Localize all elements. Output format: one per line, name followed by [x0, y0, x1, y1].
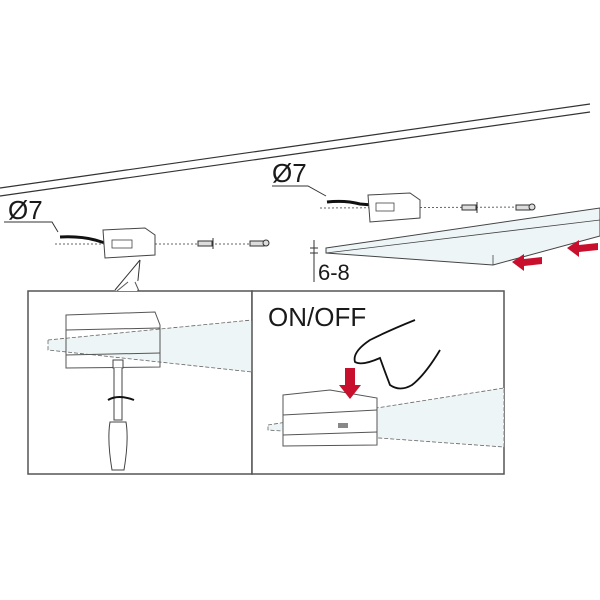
detail-panel-tighten	[27, 280, 253, 475]
screw-icon	[197, 238, 214, 249]
screwdriver-icon	[108, 359, 128, 471]
clamp-assembly-left	[55, 227, 270, 291]
wall-plug-icon	[515, 203, 536, 211]
clamp-body	[102, 227, 156, 259]
dotted-axis	[319, 206, 536, 209]
hand-icon	[353, 319, 441, 390]
red-arrow-down-icon	[339, 368, 361, 399]
rotate-arrow-icon	[107, 396, 135, 401]
glass-thickness-label: 6-8	[318, 260, 350, 285]
glass-shelf	[325, 207, 600, 266]
cable	[59, 235, 106, 245]
diameter-label-right: Ø7	[272, 158, 307, 188]
detail-panel-switch	[251, 290, 505, 475]
wall-edge	[0, 103, 591, 197]
leader-line-left	[4, 221, 59, 233]
callout-line	[114, 259, 141, 291]
screw-icon	[461, 202, 478, 213]
diameter-label-left: Ø7	[8, 195, 43, 225]
red-arrow-icon	[512, 254, 542, 271]
cable	[326, 199, 373, 207]
clamp-slot	[111, 239, 133, 249]
leader-line-right	[272, 185, 327, 197]
wall-plug-icon	[249, 239, 270, 247]
on-off-label: ON/OFF	[268, 302, 367, 332]
red-arrow-icon	[567, 240, 598, 257]
thickness-marker	[310, 240, 318, 282]
clamp-assembly-right	[319, 192, 536, 223]
